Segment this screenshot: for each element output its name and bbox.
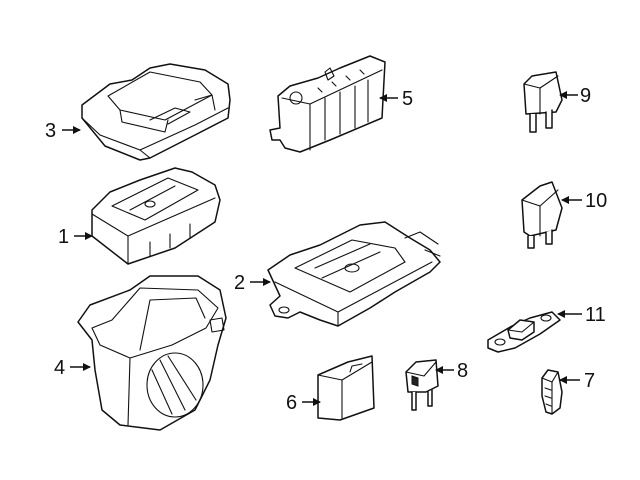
part-3-fuse-box-cover[interactable] — [81, 63, 231, 161]
callout-10[interactable]: 10 — [585, 190, 607, 212]
callout-6[interactable]: 6 — [286, 392, 297, 414]
callout-9[interactable]: 9 — [580, 85, 591, 107]
callout-labels: 3 1 4 2 5 6 8 9 10 11 7 — [45, 85, 607, 414]
part-8-mini-fuse[interactable] — [405, 359, 439, 411]
callout-4[interactable]: 4 — [54, 357, 65, 379]
part-11-fuse-link[interactable] — [487, 311, 561, 353]
part-2-fuse-panel[interactable] — [267, 221, 441, 327]
part-5-relay-block[interactable] — [269, 55, 386, 153]
part-4-fuse-holder[interactable] — [77, 275, 227, 431]
callout-1[interactable]: 1 — [58, 226, 69, 248]
callout-11[interactable]: 11 — [585, 304, 606, 326]
part-9-blade-fuse[interactable] — [523, 71, 563, 133]
callout-leaders — [62, 91, 582, 406]
callout-7[interactable]: 7 — [584, 370, 595, 392]
callout-8[interactable]: 8 — [457, 360, 468, 382]
callout-2[interactable]: 2 — [234, 272, 245, 294]
callout-3[interactable]: 3 — [45, 120, 56, 142]
callout-5[interactable]: 5 — [402, 88, 413, 110]
part-10-maxi-fuse[interactable] — [521, 181, 563, 249]
part-6-relay[interactable] — [317, 355, 375, 421]
part-7-cartridge-fuse[interactable] — [541, 369, 563, 415]
part-1-fuse-box[interactable] — [91, 167, 221, 265]
